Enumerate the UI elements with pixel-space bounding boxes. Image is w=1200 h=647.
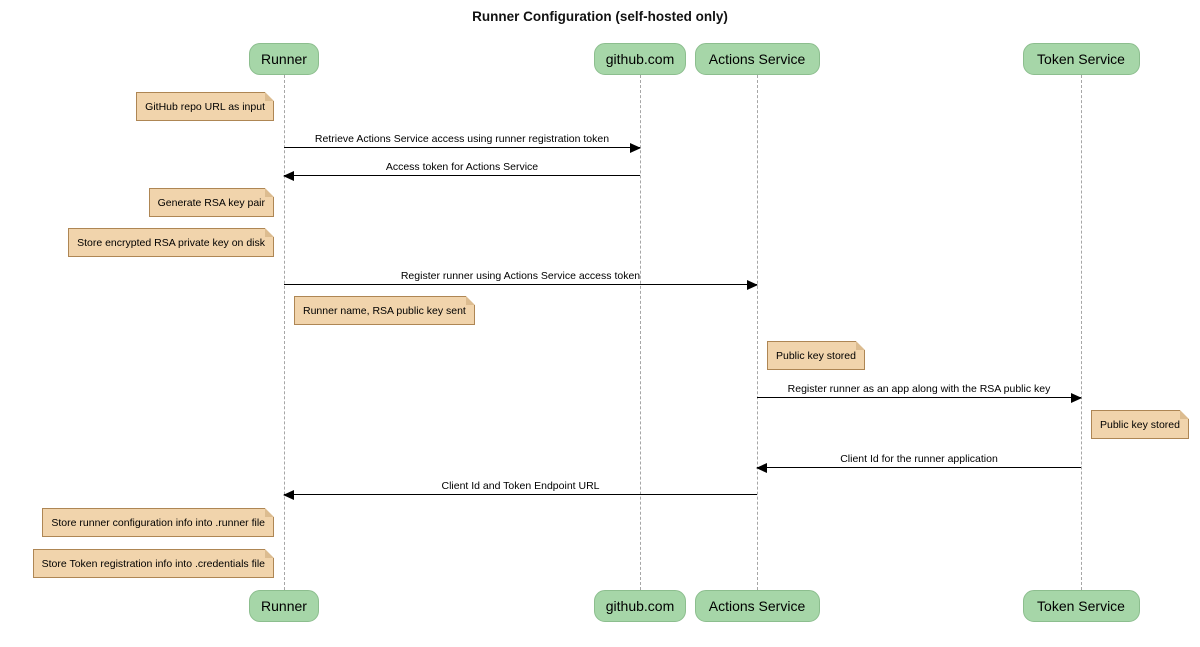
arrowhead-icon — [283, 490, 294, 500]
participant-github-top: github.com — [594, 43, 686, 75]
message: Access token for Actions Service — [283, 158, 640, 181]
message-line — [283, 490, 757, 500]
message-line — [757, 393, 1082, 403]
message-label: Access token for Actions Service — [385, 161, 539, 173]
note: GitHub repo URL as input — [136, 92, 274, 121]
message: Retrieve Actions Service access using ru… — [284, 130, 641, 153]
note: Store Token registration info into .cred… — [32, 549, 275, 578]
note-label: Store Token registration info into .cred… — [41, 557, 265, 570]
lifeline-token — [1081, 75, 1082, 590]
participant-actions-bottom: Actions Service — [694, 590, 820, 622]
participant-label: Token Service — [1037, 598, 1125, 614]
arrowhead-icon — [283, 171, 294, 181]
lifeline-github — [640, 75, 641, 590]
note-label: Generate RSA key pair — [157, 196, 265, 209]
participant-actions-top: Actions Service — [694, 43, 820, 75]
note: Store encrypted RSA private key on disk — [68, 228, 274, 257]
message: Client Id for the runner application — [756, 450, 1081, 473]
arrowhead-icon — [756, 463, 767, 473]
participant-token-top: Token Service — [1022, 43, 1140, 75]
arrowhead-icon — [630, 143, 641, 153]
participant-label: Runner — [261, 598, 307, 614]
participant-label: Actions Service — [708, 598, 806, 614]
note: Generate RSA key pair — [148, 188, 275, 217]
message-label: Register runner as an app along with the… — [787, 383, 1051, 395]
participant-label: Runner — [261, 51, 307, 67]
message-label: Client Id for the runner application — [840, 453, 998, 465]
note-label: Store runner configuration info into .ru… — [51, 516, 265, 529]
participant-token-bottom: Token Service — [1022, 590, 1140, 622]
message-line — [284, 280, 758, 290]
participant-runner-top: Runner — [249, 43, 319, 75]
message-line — [284, 143, 641, 153]
note-label: GitHub repo URL as input — [145, 100, 265, 113]
message: Register runner using Actions Service ac… — [284, 267, 758, 290]
lifeline-actions — [757, 75, 758, 590]
note: Store runner configuration info into .ru… — [42, 508, 274, 537]
note-label: Runner name, RSA public key sent — [303, 304, 466, 317]
message-label: Retrieve Actions Service access using ru… — [314, 133, 610, 145]
message: Register runner as an app along with the… — [757, 380, 1082, 403]
participant-label: Token Service — [1037, 51, 1125, 67]
participant-github-bottom: github.com — [594, 590, 686, 622]
message-label: Client Id and Token Endpoint URL — [441, 480, 600, 492]
message-line — [756, 463, 1081, 473]
participant-runner-bottom: Runner — [249, 590, 319, 622]
lifeline-runner — [284, 75, 285, 590]
note: Public key stored — [1091, 410, 1189, 439]
participant-label: github.com — [605, 51, 675, 67]
note-label: Public key stored — [1100, 418, 1180, 431]
arrowhead-icon — [1071, 393, 1082, 403]
diagram-title: Runner Configuration (self-hosted only) — [472, 9, 728, 24]
message: Client Id and Token Endpoint URL — [283, 477, 757, 500]
arrowhead-icon — [747, 280, 758, 290]
note: Public key stored — [767, 341, 865, 370]
note-label: Store encrypted RSA private key on disk — [77, 236, 265, 249]
note: Runner name, RSA public key sent — [294, 296, 475, 325]
message-label: Register runner using Actions Service ac… — [400, 270, 641, 282]
note-label: Public key stored — [776, 349, 856, 362]
participant-label: Actions Service — [708, 51, 806, 67]
message-line — [283, 171, 640, 181]
participant-label: github.com — [605, 598, 675, 614]
